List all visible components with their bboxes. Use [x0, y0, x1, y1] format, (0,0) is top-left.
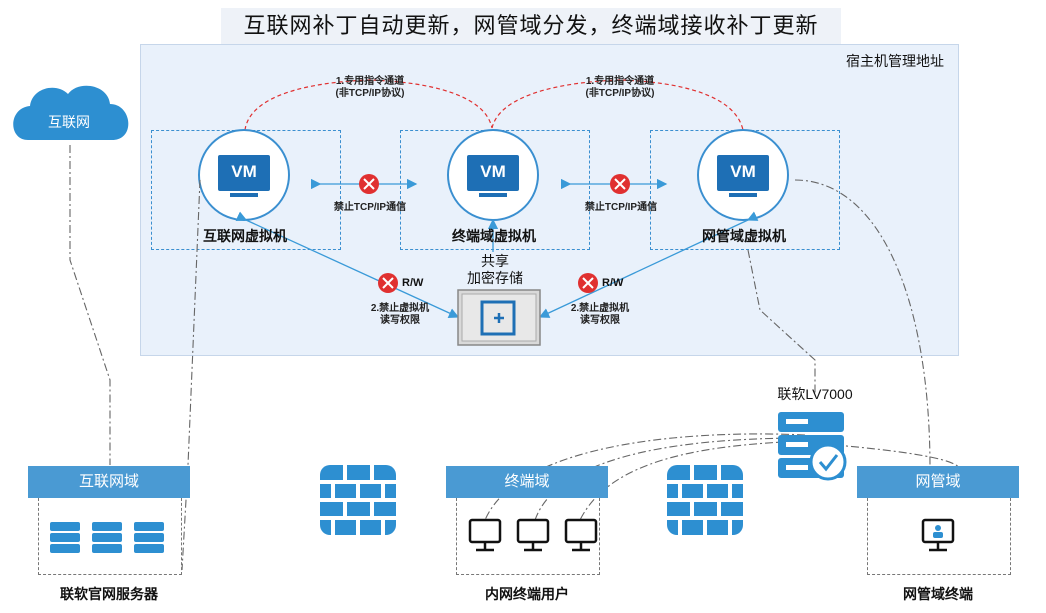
firewall-icon-left	[320, 465, 396, 535]
forbid-rw-label-right: 2.禁止虚拟机 读写权限	[570, 303, 630, 326]
channel-label-1: 1.专用指令通道 (非TCP/IP协议)	[335, 76, 405, 99]
vm-label-netmgmt: 网管域虚拟机	[702, 228, 786, 244]
link-netvm-netdomain	[794, 179, 931, 469]
encrypted-storage-icon	[457, 289, 541, 346]
forbid-icon-4	[578, 273, 598, 293]
lv7000-server-icon	[778, 412, 847, 481]
domain-bar-terminal: 终端域	[446, 466, 608, 498]
domain-bar-internet: 互联网域	[28, 466, 190, 498]
link-lv-term2	[534, 437, 806, 521]
host-label: 宿主机管理地址	[846, 53, 944, 69]
domain-bar-netmgmt: 网管域	[857, 466, 1019, 498]
cloud-label: 互联网	[48, 114, 90, 130]
caption-internet: 联软官网服务器	[60, 586, 158, 602]
server-rack-icon	[50, 522, 164, 553]
link-netvm-lv7000	[747, 249, 816, 395]
lv7000-label: 联软LV7000	[777, 386, 853, 402]
domain-box-internet	[38, 498, 182, 575]
forbid-tcp-label-1: 禁止TCP/IP通信	[333, 202, 407, 213]
vm-badge: VM	[231, 162, 257, 181]
storage-label: 共享 加密存储	[467, 253, 523, 286]
forbid-icon-1	[359, 174, 379, 194]
page-title: 互联网补丁自动更新，网管域分发，终端域接收补丁更新	[221, 8, 841, 46]
firewall-icon-right	[667, 465, 743, 535]
vm-badge: VM	[480, 162, 506, 181]
command-channel-1	[244, 79, 493, 131]
link-lv-term3	[579, 440, 806, 521]
link-internet-vm-server	[181, 179, 201, 571]
vm-icon-internet	[198, 129, 290, 221]
forbid-tcp-label-2: 禁止TCP/IP通信	[584, 202, 658, 213]
domain-box-netmgmt	[867, 498, 1011, 575]
domain-box-terminal	[456, 498, 600, 575]
forbid-icon-2	[610, 174, 630, 194]
rw-label-left: R/W	[402, 277, 424, 289]
forbid-icon-3	[378, 273, 398, 293]
vm-label-terminal: 终端域虚拟机	[452, 228, 536, 244]
storage-link-right	[538, 211, 759, 318]
admin-monitor-icon	[921, 518, 955, 552]
link-cloud-internet-domain	[69, 145, 111, 465]
link-lv7000-netdomain	[834, 444, 961, 471]
channel-label-2: 1.专用指令通道 (非TCP/IP协议)	[585, 76, 655, 99]
rw-label-right: R/W	[602, 277, 624, 289]
storage-link-left	[235, 211, 460, 318]
vm-label-internet: 互联网虚拟机	[203, 228, 287, 244]
terminal-monitor-icon	[468, 518, 598, 552]
vm-badge: VM	[730, 162, 756, 181]
caption-terminal: 内网终端用户	[485, 586, 569, 602]
cloud-icon	[13, 85, 129, 140]
caption-netmgmt: 网管域终端	[903, 586, 973, 602]
vm-icon-netmgmt	[697, 129, 789, 221]
forbid-rw-label-left: 2.禁止虚拟机 读写权限	[370, 303, 430, 326]
